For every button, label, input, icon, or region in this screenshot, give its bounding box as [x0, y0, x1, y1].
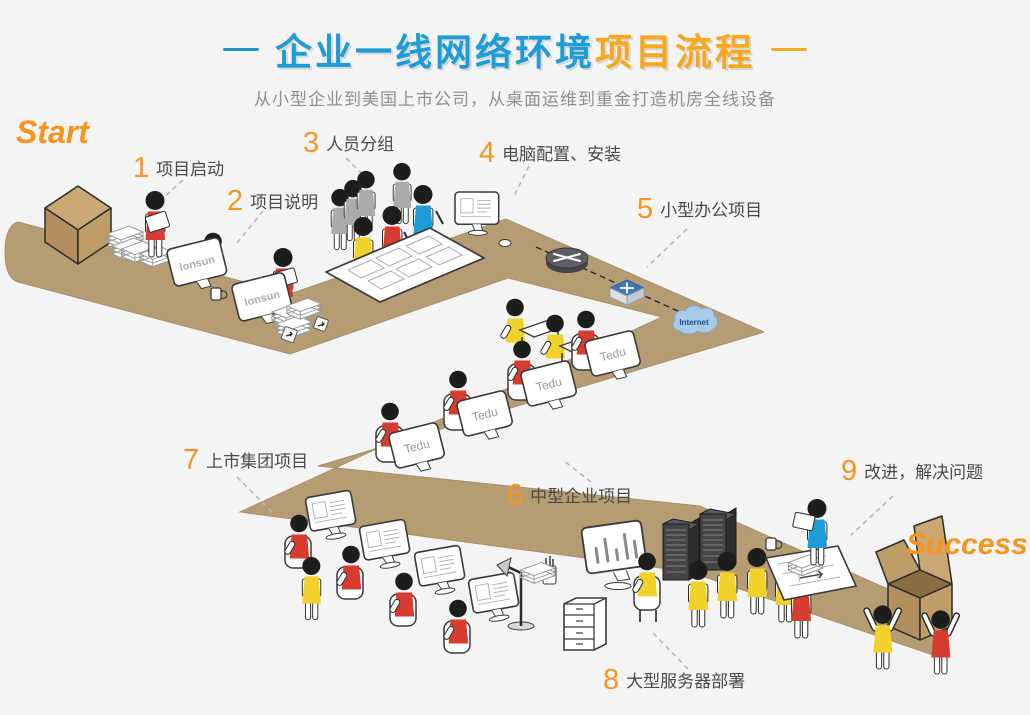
- monitor-brand-text: Tedu: [471, 404, 500, 424]
- success-label: Success: [906, 528, 1028, 561]
- step-number: 4: [479, 137, 496, 169]
- server-rack: [661, 517, 701, 581]
- monitor-brand-text: Tedu: [535, 374, 564, 394]
- step-number: 7: [183, 444, 200, 476]
- step-label-9: 9 改进，解决问题: [841, 455, 983, 488]
- step-text: 人员分组: [326, 135, 395, 154]
- tedu-workstation: Tedu: [506, 340, 577, 410]
- start-box: [44, 185, 112, 265]
- step-label-7: 7 上市集团项目: [183, 444, 308, 477]
- router-icon: [545, 247, 589, 273]
- stationery: [520, 556, 557, 585]
- step-label-4: 4 电脑配置、安装: [479, 137, 621, 170]
- step-text: 小型办公项目: [660, 201, 763, 220]
- meeting-table-group: [325, 162, 485, 303]
- lonsun-workstation-2: lonsun: [231, 247, 298, 325]
- pen-icon: [435, 210, 444, 225]
- switch-icon: [608, 279, 646, 306]
- step-text: 项目启动: [156, 160, 225, 179]
- lonsun-workstation-1: lonsun: [166, 232, 228, 301]
- step-number: 6: [507, 479, 524, 511]
- desk-set: [335, 518, 414, 600]
- leader-line-2: [236, 210, 264, 244]
- internet-cloud-icon: Internet: [672, 305, 719, 335]
- leader-line-1: [161, 179, 184, 200]
- step-label-2: 2 项目说明: [227, 185, 318, 218]
- step-label-5: 5 小型办公项目: [637, 193, 762, 226]
- step-label-1: 1 项目启动: [133, 152, 224, 185]
- step-label-3: 3 人员分组: [303, 127, 394, 160]
- step-number: 1: [133, 152, 150, 184]
- desk-set: [388, 544, 469, 627]
- start-label: Start: [16, 114, 89, 150]
- standing-figure: [301, 556, 322, 621]
- setup-monitor: [454, 191, 512, 247]
- step-text: 改进，解决问题: [864, 463, 984, 482]
- meeting-table: [325, 227, 485, 303]
- arrow-tag-icon: [317, 321, 325, 327]
- tedu-workstations: Tedu Tedu Tedu: [374, 310, 641, 472]
- title-accent: 项目流程: [595, 32, 755, 73]
- inspector-figure: [792, 498, 828, 566]
- leader-line-9: [850, 495, 894, 536]
- step-label-6: 6 中型企业项目: [507, 479, 632, 512]
- monitor-brand-text: Tedu: [599, 344, 628, 364]
- subtitle: 从小型企业到美国上市公司，从桌面运维到重金打造机房全线设备: [254, 90, 776, 109]
- step-text: 电脑配置、安装: [502, 145, 622, 164]
- title-line-left-icon: [223, 47, 259, 51]
- title-primary: 企业一线网络环境: [275, 32, 595, 73]
- step-number: 8: [603, 664, 620, 696]
- leader-lines: [161, 157, 894, 670]
- desk-set: [442, 571, 523, 654]
- step-number: 9: [841, 455, 858, 487]
- office-desk-row: [283, 489, 523, 654]
- step-text: 中型企业项目: [530, 487, 633, 506]
- page-title: 企业一线网络环境项目流程: [0, 22, 1030, 76]
- drawer-cabinet: [563, 597, 607, 651]
- operator-figure: [631, 552, 661, 622]
- server-racks: [661, 507, 738, 581]
- step-text: 大型服务器部署: [626, 672, 746, 691]
- step-number: 5: [637, 193, 654, 225]
- arrow-tag-icon: [285, 331, 293, 337]
- step-number: 3: [303, 127, 320, 159]
- step-number: 2: [227, 185, 244, 217]
- leader-line-6: [562, 459, 592, 483]
- header: 企业一线网络环境项目流程 从小型企业到美国上市公司，从桌面运维到重金打造机房全线…: [0, 22, 1030, 110]
- step-text: 项目说明: [250, 193, 319, 212]
- chart-monitor: [580, 519, 648, 590]
- desk-set: [283, 489, 360, 569]
- project-start-figure: [144, 190, 171, 258]
- leader-line-5: [646, 228, 688, 268]
- tedu-workstation: Tedu: [442, 370, 513, 440]
- tedu-workstation: Tedu: [374, 402, 445, 472]
- monitor-brand-text: Tedu: [403, 436, 432, 456]
- cloud-label: Internet: [679, 318, 709, 327]
- tedu-workstation: Tedu: [570, 310, 641, 380]
- server-rack: [698, 507, 738, 571]
- leader-line-4: [513, 165, 530, 197]
- step-label-8: 8 大型服务器部署: [603, 664, 745, 697]
- document-stacks: [271, 297, 329, 344]
- title-line-right-icon: [771, 47, 807, 51]
- step-text: 上市集团项目: [206, 452, 309, 471]
